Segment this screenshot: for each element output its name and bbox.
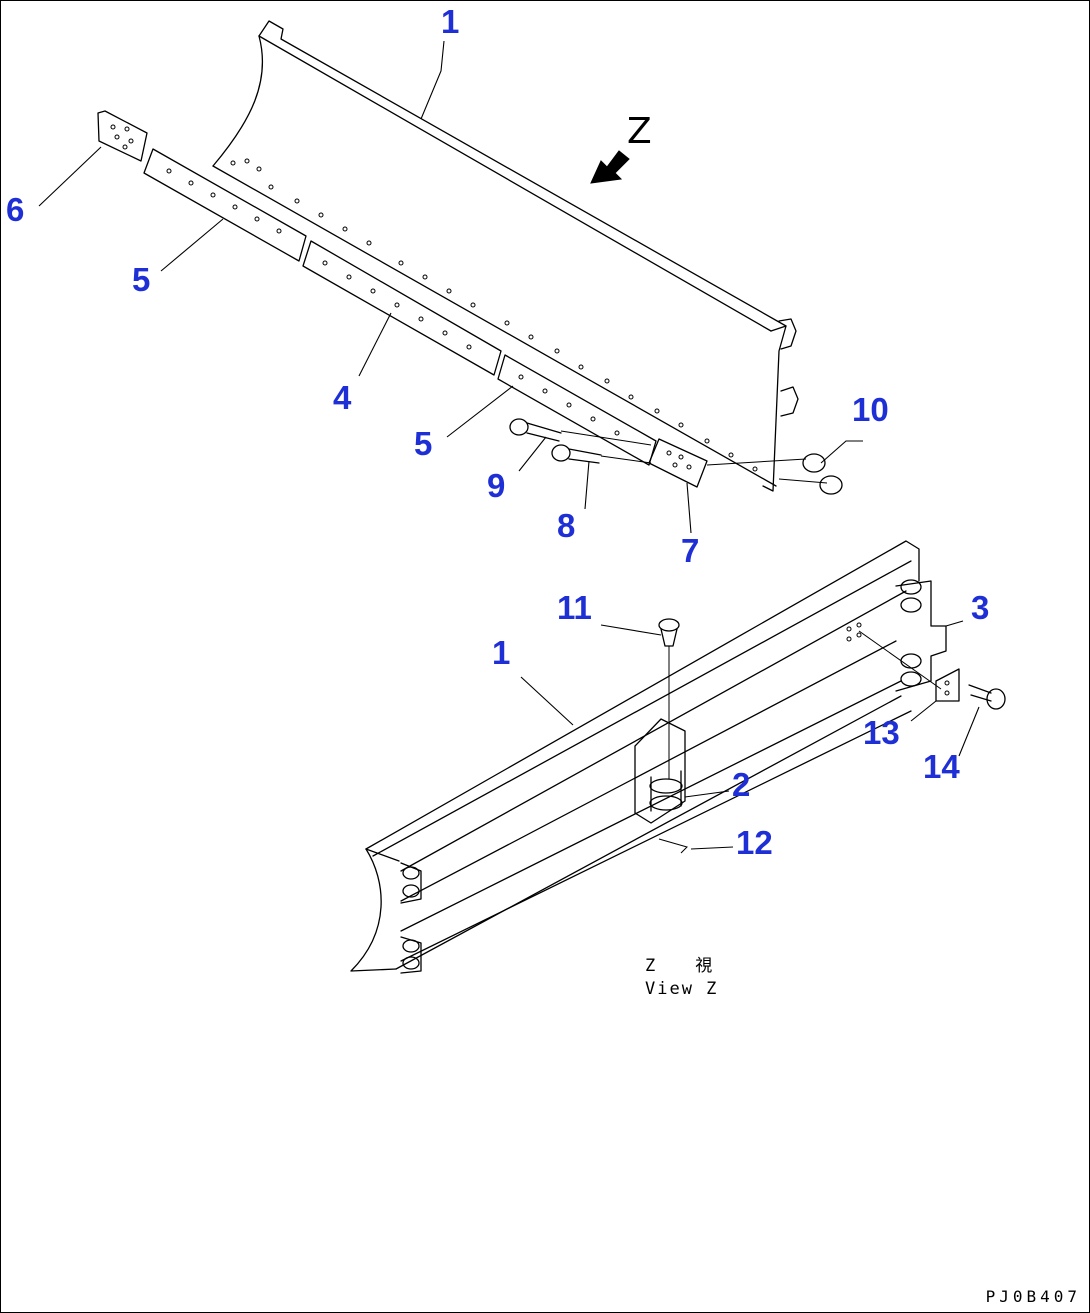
callout-11-pin: 11	[557, 589, 592, 626]
callout-8-bolt: 8	[557, 507, 576, 544]
upper-leaders	[38, 40, 863, 534]
view-caption-english: View Z	[645, 979, 719, 999]
view-caption-japanese: Z 視	[645, 956, 715, 976]
callout-5-cutting-edge-2: 5	[414, 425, 433, 462]
lower-leaders	[520, 620, 980, 850]
cutting-edge-left	[143, 148, 307, 262]
callout-10-nut: 10	[852, 391, 889, 428]
blade-bolt-holes	[230, 158, 758, 472]
view-direction-label: Z	[627, 111, 652, 152]
callout-7-end-bit: 7	[681, 532, 700, 569]
end-bit-right	[648, 438, 708, 488]
callout-4-cutting-edge: 4	[333, 379, 352, 416]
cutting-edge-center	[302, 240, 502, 376]
blade-rear-view	[350, 540, 1006, 974]
nuts-10	[706, 453, 843, 495]
end-bit-left	[97, 110, 148, 162]
drawing-number: PJ0B407	[985, 1287, 1081, 1306]
callout-14-pin: 14	[923, 748, 960, 785]
callout-13-plate: 13	[863, 714, 900, 751]
callout-2-bracket: 2	[732, 766, 751, 803]
callout-1-blade: 1	[441, 3, 460, 40]
callout-12-cotter-pin: 12	[736, 824, 773, 861]
callout-3-plate: 3	[971, 589, 990, 626]
bolt-9	[509, 418, 652, 446]
callout-1-blade-view-z: 1	[492, 634, 511, 671]
view-z-arrow	[590, 150, 630, 184]
bolt-8	[551, 444, 652, 464]
cutting-edge-right	[497, 354, 657, 466]
blade-upper	[212, 20, 799, 492]
callout-5-cutting-edge: 5	[132, 261, 151, 298]
callout-6-end-bit: 6	[6, 191, 25, 228]
callout-9-bolt: 9	[487, 467, 506, 504]
